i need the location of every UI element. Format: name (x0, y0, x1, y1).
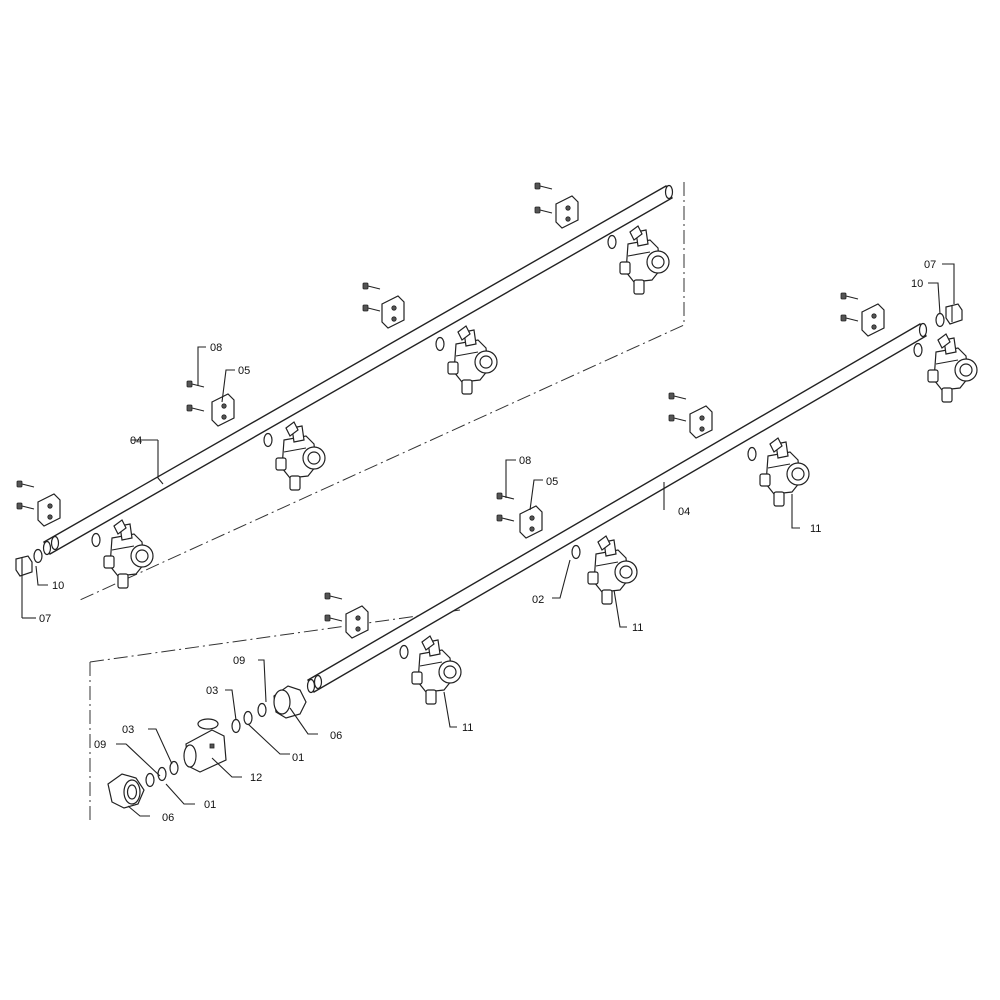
pipe-clamp (555, 195, 579, 229)
callout-04: 04 (130, 435, 142, 447)
nozzle-body (619, 225, 670, 295)
callout-09: 09 (233, 655, 245, 667)
callout-09: 09 (94, 739, 106, 751)
screw (16, 480, 35, 488)
pipe-clamp (381, 295, 405, 329)
nozzle-body (103, 519, 154, 589)
callout-06: 06 (162, 812, 174, 824)
callout-10: 10 (52, 580, 64, 592)
o-ring (571, 544, 581, 560)
screw (840, 292, 859, 300)
pipe-clamp (689, 405, 713, 439)
o-ring (399, 644, 409, 660)
end-cap (945, 303, 963, 325)
o-ring (243, 710, 253, 726)
end-cap (15, 555, 33, 577)
o-ring (607, 234, 617, 250)
pipe-clamp (345, 605, 369, 639)
callout-11: 11 (632, 622, 643, 634)
callout-05: 05 (546, 476, 558, 488)
inlet-assembly (107, 685, 307, 809)
pipe-clamp (519, 505, 543, 539)
callout-01: 01 (204, 799, 216, 811)
o-ring (33, 548, 43, 564)
callout-03: 03 (206, 685, 218, 697)
nozzle-body (587, 535, 638, 605)
screw (534, 206, 553, 214)
callout-06: 06 (330, 730, 342, 742)
callout-08: 08 (210, 342, 222, 354)
lower-pipe (306, 322, 928, 694)
nozzle-body (759, 437, 810, 507)
screw (668, 414, 687, 422)
callout-02: 02 (532, 594, 544, 606)
callout-11: 11 (810, 523, 821, 535)
o-ring (145, 772, 155, 788)
o-ring (91, 532, 101, 548)
screw (186, 404, 205, 412)
screw (186, 380, 205, 388)
screw (324, 614, 343, 622)
callout-11: 11 (462, 722, 473, 734)
pipe-clamp (37, 493, 61, 527)
screw (362, 304, 381, 312)
o-ring (257, 702, 267, 718)
callout-07: 07 (924, 259, 936, 271)
centerline-upper (79, 182, 685, 601)
pipe-clamp (211, 393, 235, 427)
callout-08: 08 (519, 455, 531, 467)
callout-12: 12 (250, 772, 262, 784)
nozzle-body (275, 421, 326, 491)
nut-fitting (273, 685, 307, 719)
o-ring (157, 766, 167, 782)
pipe-clamp (861, 303, 885, 337)
screw (324, 592, 343, 600)
nozzle-body (411, 635, 462, 705)
callout-03: 03 (122, 724, 134, 736)
o-ring (913, 342, 923, 358)
o-ring (935, 312, 945, 328)
upper-pipe (42, 184, 674, 556)
screw (668, 392, 687, 400)
callout-05: 05 (238, 365, 250, 377)
nozzle-body (927, 333, 978, 403)
screw (534, 182, 553, 190)
centerline-lower (89, 609, 461, 820)
callout-04: 04 (678, 506, 690, 518)
o-ring (263, 432, 273, 448)
callout-07: 07 (39, 613, 51, 625)
callout-10: 10 (911, 278, 923, 290)
screw (496, 514, 515, 522)
nut-fitting (107, 773, 145, 809)
o-ring (435, 336, 445, 352)
o-ring (747, 446, 757, 462)
screw (16, 502, 35, 510)
o-ring (231, 718, 241, 734)
tee-fitting (183, 718, 227, 773)
screw (840, 314, 859, 322)
leader-lines (21, 263, 955, 817)
nozzle-body (447, 325, 498, 395)
screw (362, 282, 381, 290)
callout-01: 01 (292, 752, 304, 764)
